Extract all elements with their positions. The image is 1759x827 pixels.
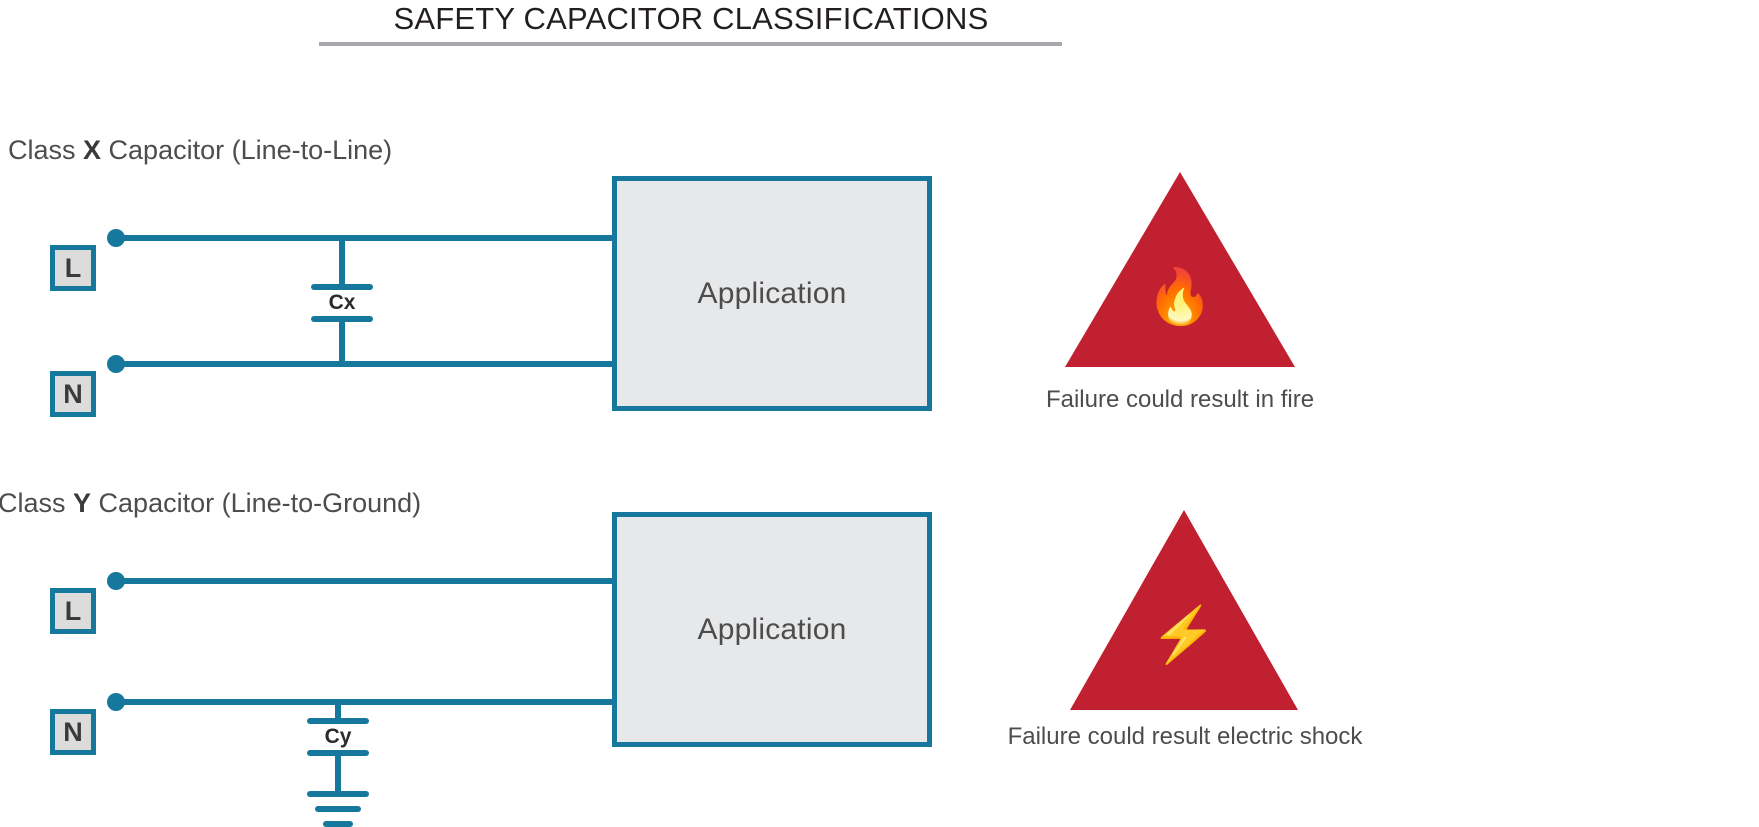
class-y-line-wire (115, 578, 615, 584)
class-x-neutral-node-dot (107, 355, 125, 373)
ground-bar-2 (315, 806, 361, 812)
class-y-application-label: Application (697, 612, 847, 646)
class-y-heading-prefix: Class (0, 488, 74, 518)
class-y-terminal-l-label: L (64, 595, 82, 626)
class-x-warning: 🔥 (1065, 172, 1295, 367)
class-y-warning-caption: Failure could result electric shock (1007, 723, 1363, 750)
class-x-neutral-wire (115, 361, 615, 367)
class-y-application-box: Application (612, 512, 932, 747)
class-x-application-label: Application (697, 276, 847, 310)
class-y-terminal-n: N (50, 709, 96, 755)
class-x-cap-lead-bottom (339, 320, 345, 367)
class-x-cap-plate-bottom (311, 316, 373, 322)
class-y-cap-lead-top (335, 699, 341, 721)
title-block: SAFETY CAPACITOR CLASSIFICATIONS (0, 0, 1759, 52)
class-y-neutral-wire (115, 699, 615, 705)
class-x-line-wire (115, 235, 615, 241)
class-x-heading-suffix: Capacitor (Line-to-Line) (101, 135, 393, 165)
class-y-cap-plate-bottom (307, 750, 369, 756)
class-y-heading-suffix: Capacitor (Line-to-Ground) (91, 488, 422, 518)
ground-bar-3 (323, 821, 353, 827)
class-x-cap-lead-top (339, 235, 345, 287)
class-y-warning: ⚡ (1070, 510, 1298, 710)
class-x-warning-caption: Failure could result in fire (1045, 386, 1315, 413)
class-y-terminal-n-label: N (63, 716, 83, 747)
class-x-cap-plate-top (311, 284, 373, 290)
class-x-heading: Class X Capacitor (Line-to-Line) (8, 134, 392, 166)
page-title: SAFETY CAPACITOR CLASSIFICATIONS (393, 1, 989, 36)
high-voltage-icon: ⚡ (1150, 605, 1218, 665)
class-x-heading-letter: X (83, 135, 102, 165)
class-x-terminal-n-label: N (63, 378, 83, 409)
class-x-cap-label: Cx (328, 291, 356, 314)
class-y-terminal-l: L (50, 588, 96, 634)
class-y-cap-lead-bottom (335, 754, 341, 794)
warning-triangle-icon (1065, 172, 1295, 367)
ground-bar-1 (307, 791, 369, 797)
class-y-cap-plate-top (307, 718, 369, 724)
warning-triangle-icon (1070, 510, 1298, 710)
class-y-neutral-node-dot (107, 693, 125, 711)
class-y-line-node-dot (107, 572, 125, 590)
fire-icon: 🔥 (1146, 267, 1214, 327)
class-x-application-box: Application (612, 176, 932, 411)
class-x-terminal-n: N (50, 371, 96, 417)
title-underline-rule (319, 42, 1062, 46)
class-x-heading-prefix: Class (8, 135, 84, 165)
class-x-terminal-l-label: L (64, 252, 82, 283)
class-x-terminal-l: L (50, 245, 96, 291)
class-x-line-node-dot (107, 229, 125, 247)
class-y-heading-letter: Y (73, 488, 92, 518)
class-y-heading: Class Y Capacitor (Line-to-Ground) (0, 487, 421, 519)
class-y-cap-label: Cy (324, 725, 352, 748)
